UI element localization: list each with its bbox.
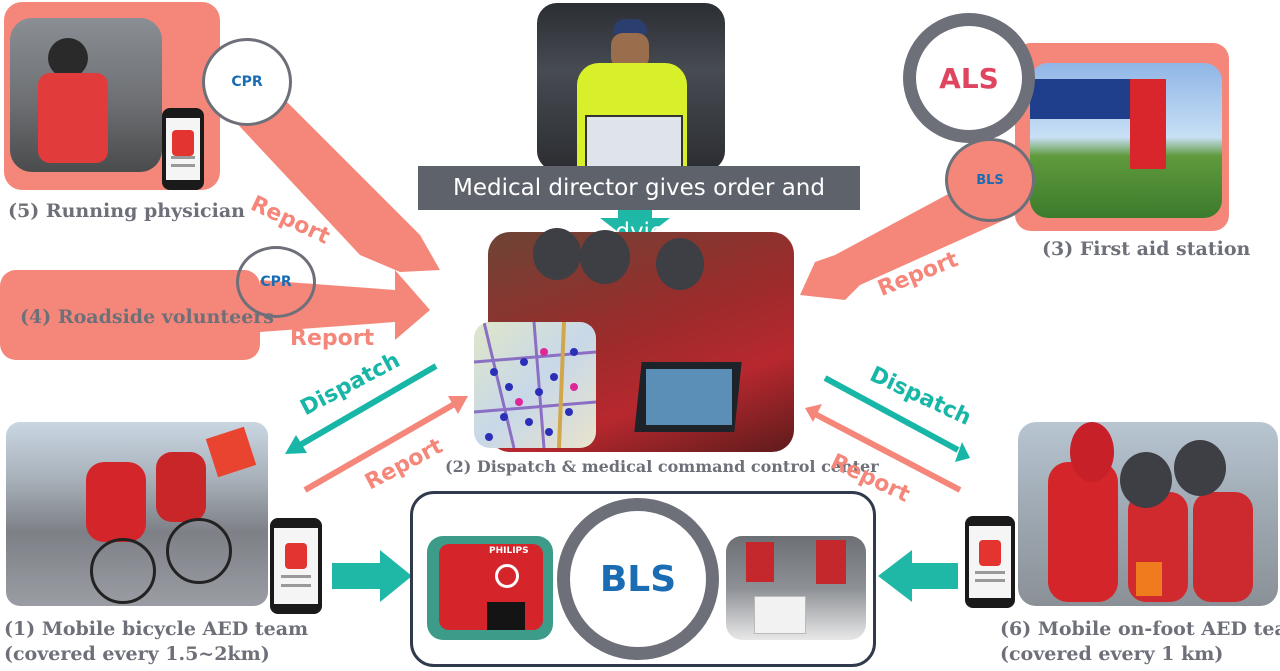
volunteers-report-label: Report [290,326,375,351]
physician-cpr-label: CPR [231,74,263,90]
bicycle-to-bls-arrow [332,550,412,602]
command-center-caption: (2) Dispatch & medical command control c… [445,457,879,476]
bicycle-team-photo [6,422,268,606]
volunteers-cpr-label: CPR [260,274,292,290]
director-down-arrow [600,205,670,245]
dispatch-bicycle-arrow [298,363,438,448]
physician-cpr-ring: CPR [202,38,292,126]
physician-phone-icon [162,108,204,190]
medical-director-photo [537,3,725,171]
onfoot-phone-icon [965,516,1015,608]
director-title-bar: Medical director gives order and advice [418,166,860,245]
onfoot-caption-line1: (6) Mobile on-foot AED team [1000,618,1280,640]
als-ring: ALS [903,13,1035,143]
aed-kit-photo [726,536,866,640]
dispatch-map [474,322,596,448]
face-blur-2 [580,230,630,284]
face-blur-1 [533,228,581,280]
face-blur-4 [1120,452,1172,508]
onfoot-team-photo [1018,422,1278,606]
running-physician-photo [10,18,162,172]
face-blur-5 [1174,440,1226,496]
dispatch-onfoot-arrow [823,375,960,453]
report-onfoot-arrow [813,411,962,493]
aed-device-photo: PHILIPS [427,536,553,640]
first-aid-bls-ring: BLS [945,138,1035,222]
onfoot-to-bls-arrow [878,550,958,602]
first-aid-bls-label: BLS [976,172,1004,188]
bls-label: BLS [599,558,677,600]
volunteers-cpr-ring: CPR [236,246,316,318]
aed-brand-label: PHILIPS [489,546,529,556]
bicycle-caption-line2: (covered every 1.5~2km) [4,643,270,665]
bicycle-caption-line1: (1) Mobile bicycle AED team [4,618,309,640]
als-label: ALS [939,61,999,95]
report-bicycle-arrow [303,399,460,493]
first-aid-caption: (3) First aid station [1042,238,1251,260]
first-aid-photo [1030,63,1222,218]
running-physician-caption: (5) Running physician [8,200,245,222]
bicycle-phone-icon [270,518,322,614]
volunteers-caption: (4) Roadside volunteers [20,306,274,328]
volunteers-panel [0,270,260,360]
map-markers [474,322,596,448]
face-blur-3 [656,238,704,290]
bls-ring: BLS [557,498,719,660]
onfoot-caption-line2: (covered every 1 km) [1000,643,1224,665]
